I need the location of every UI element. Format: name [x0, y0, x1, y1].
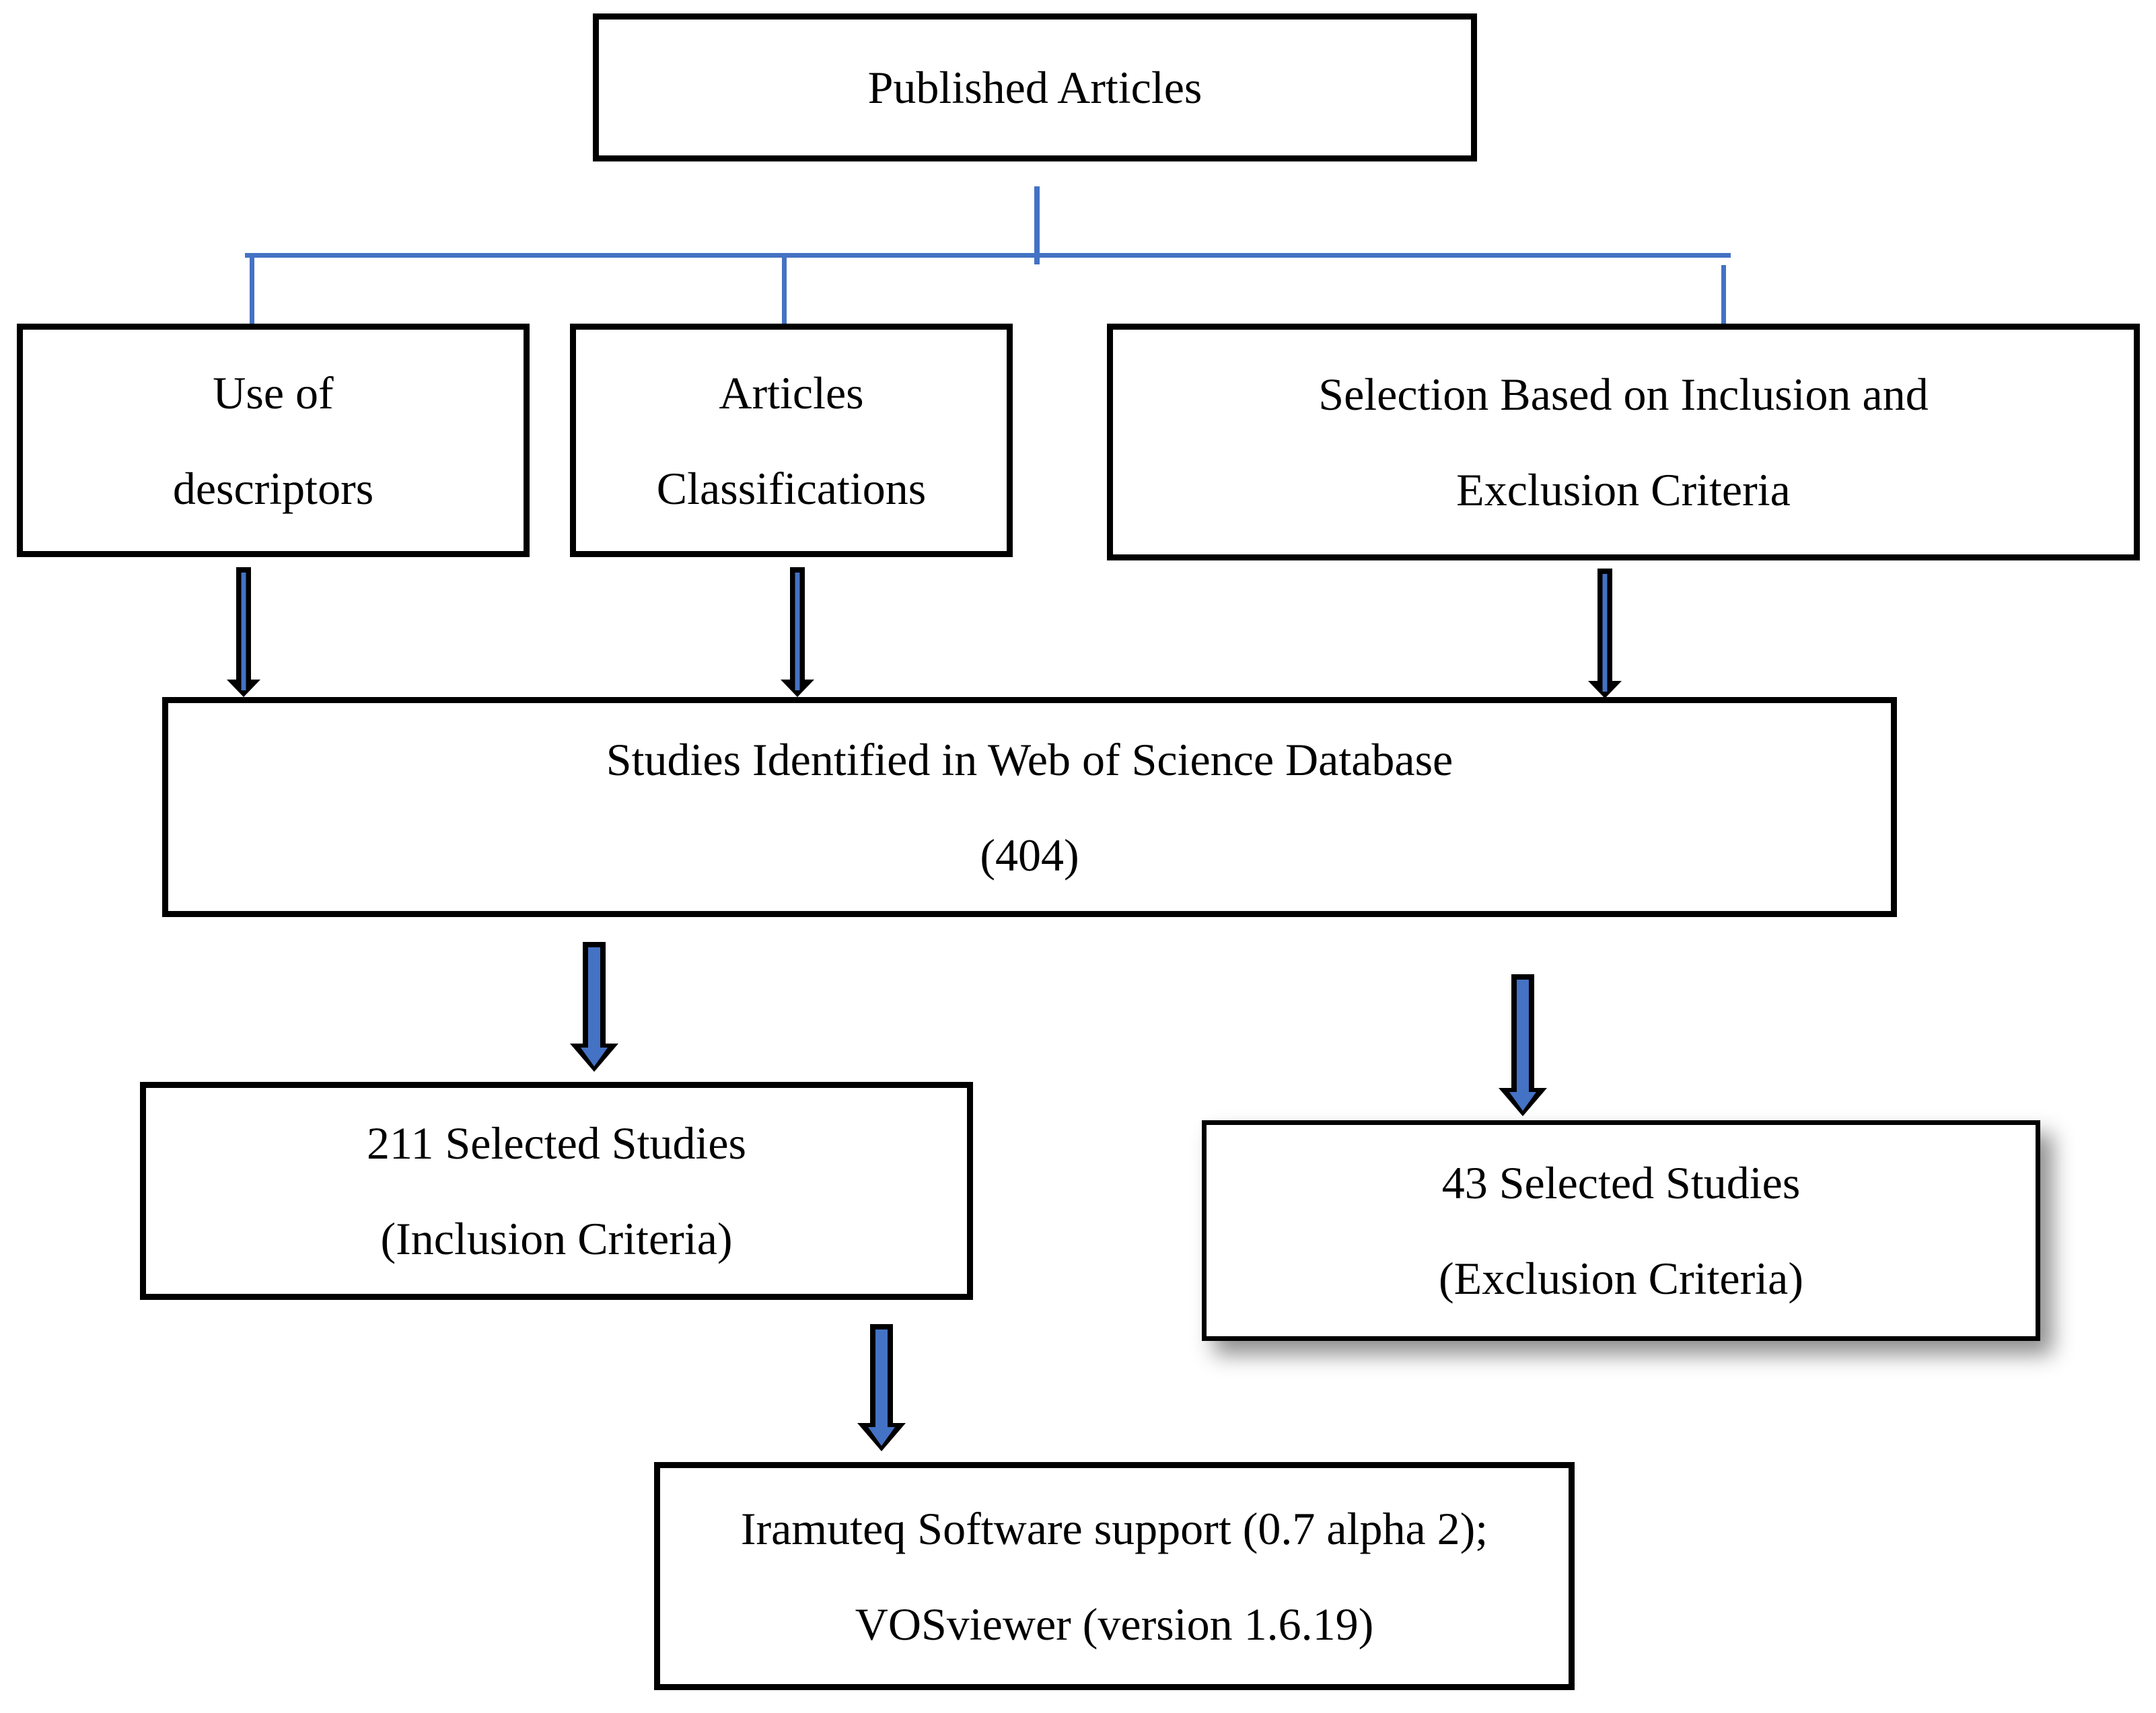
node-use-of-descriptors-line1: Use of [213, 367, 334, 418]
node-studies-identified-line2: (404) [980, 829, 1079, 881]
node-studies-identified: Studies Identified in Web of Science Dat… [162, 697, 1897, 917]
node-use-of-descriptors: Use of descriptors [17, 324, 530, 557]
node-articles-classifications-line2: Classifications [656, 462, 927, 514]
arrow-included-to-software-icon [857, 1324, 906, 1451]
node-included-studies-line2: (Inclusion Criteria) [380, 1213, 733, 1264]
node-software-support: Iramuteq Software support (0.7 alpha 2);… [654, 1462, 1575, 1690]
arrow-classifications-to-identified-icon [781, 567, 814, 697]
connector-horizontal-branch [245, 253, 1731, 258]
arrow-selection-to-identified-icon [1588, 569, 1622, 698]
arrow-identified-to-excluded-icon [1499, 974, 1547, 1116]
arrow-fill [868, 1329, 895, 1446]
node-excluded-studies-line2: (Exclusion Criteria) [1439, 1253, 1803, 1304]
connector-stem-published [1034, 186, 1040, 264]
node-studies-identified-line1: Studies Identified in Web of Science Dat… [606, 733, 1453, 785]
node-software-support-line1: Iramuteq Software support (0.7 alpha 2); [740, 1502, 1488, 1554]
arrow-descriptors-to-identified-icon [227, 567, 260, 697]
arrow-fill [1509, 980, 1536, 1111]
arrow-core [241, 573, 246, 690]
node-articles-classifications: Articles Classifications [570, 324, 1013, 557]
node-excluded-studies: 43 Selected Studies (Exclusion Criteria) [1202, 1120, 2040, 1341]
arrow-identified-to-included-icon [570, 942, 618, 1072]
node-use-of-descriptors-line2: descriptors [172, 462, 374, 514]
node-included-studies: 211 Selected Studies (Inclusion Criteria… [140, 1082, 973, 1300]
node-software-support-line2: VOSviewer (version 1.6.19) [855, 1598, 1374, 1650]
node-selection-criteria-line1: Selection Based on Inclusion and [1318, 369, 1929, 420]
node-selection-criteria: Selection Based on Inclusion and Exclusi… [1107, 324, 2140, 560]
connector-drop-descriptors [250, 258, 254, 336]
connector-drop-selection [1721, 265, 1726, 348]
node-included-studies-line1: 211 Selected Studies [366, 1118, 747, 1169]
arrow-fill [581, 947, 608, 1066]
node-selection-criteria-line2: Exclusion Criteria [1456, 464, 1791, 515]
node-published-articles-text: Published Articles [867, 62, 1202, 113]
arrow-core [1602, 574, 1608, 692]
node-excluded-studies-line1: 43 Selected Studies [1441, 1157, 1801, 1208]
arrow-core [795, 573, 800, 690]
node-published-articles: Published Articles [593, 13, 1477, 161]
connector-drop-classifications [782, 258, 787, 336]
node-articles-classifications-line1: Articles [719, 367, 864, 418]
